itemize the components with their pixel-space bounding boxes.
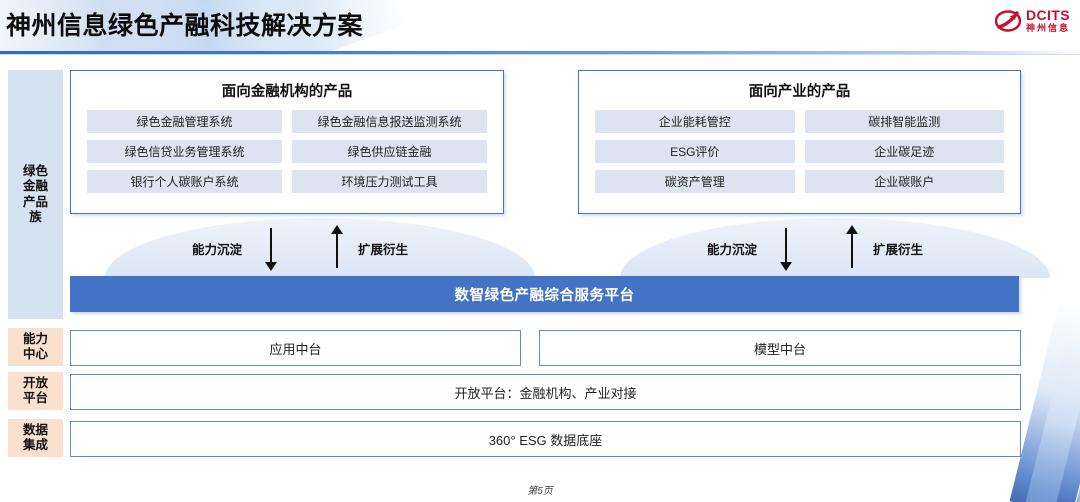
panel-industry-products: 面向产业的产品 企业能耗管控 碳排智能监测 ESG评价 企业碳足迹 碳资产管理 …	[578, 70, 1021, 214]
product-chip[interactable]: 绿色金融信息报送监测系统	[292, 110, 487, 133]
header-divider	[0, 51, 1080, 54]
row-label-data-foundation: 360° ESG 数据底座	[488, 432, 603, 448]
product-chip-grid-financial: 绿色金融管理系统 绿色金融信息报送监测系统 绿色信贷业务管理系统 绿色供应链金融…	[71, 101, 503, 193]
arrow-up-icon-right	[845, 225, 859, 271]
row-open-platform[interactable]: 开放平台：金融机构、产业对接	[70, 374, 1021, 410]
platform-bar-label: 数智绿色产融综合服务平台	[454, 287, 635, 304]
product-chip[interactable]: 绿色金融管理系统	[87, 110, 282, 133]
header-divider-thin	[0, 54, 1080, 55]
flow-label-capability-precipitation-right: 能力沉淀	[707, 242, 758, 257]
dcits-swoosh-icon	[994, 9, 1021, 32]
sidebar-item-data-integration[interactable]: 数据集成	[8, 419, 63, 457]
sidebar-label-open-platform: 开放平台	[22, 375, 48, 405]
flow-label-extension-derivation-right: 扩展衍生	[873, 242, 924, 257]
flow-group-left: 能力沉淀 扩展衍生	[192, 222, 408, 274]
panel-title-industry: 面向产业的产品	[748, 84, 851, 100]
sidebar-label-capability-center: 能力中心	[22, 331, 48, 361]
sidebar-label-green-finance: 绿色金融产品族	[22, 164, 48, 224]
row-label-open-platform: 开放平台：金融机构、产业对接	[454, 385, 637, 401]
slide-header: 神州信息绿色产融科技解决方案	[0, 0, 1080, 54]
logo-wordmark: DCITS 神州信息	[1026, 8, 1070, 33]
arrow-down-icon-right	[779, 225, 793, 271]
page-number: 第5页	[527, 486, 553, 497]
product-chip[interactable]: 绿色信贷业务管理系统	[87, 140, 282, 163]
flow-group-right: 能力沉淀 扩展衍生	[707, 222, 923, 274]
row-data-foundation[interactable]: 360° ESG 数据底座	[70, 421, 1021, 457]
product-chip[interactable]: 环境压力测试工具	[292, 170, 487, 193]
page-title: 神州信息绿色产融科技解决方案	[6, 12, 364, 40]
arrow-down-icon-left	[264, 225, 278, 271]
product-chip[interactable]: 银行个人碳账户系统	[87, 170, 282, 193]
flow-label-capability-precipitation-left: 能力沉淀	[192, 242, 243, 257]
product-chip[interactable]: 绿色供应链金融	[292, 140, 487, 163]
flow-label-extension-derivation-left: 扩展衍生	[358, 242, 409, 257]
row-application-middle-platform[interactable]: 应用中台	[70, 330, 521, 366]
row-label-application-middle-platform: 应用中台	[269, 341, 322, 357]
logo-text-cn: 神州信息	[1025, 23, 1070, 33]
company-logo: DCITS 神州信息	[994, 8, 1070, 33]
logo-text-en: DCITS	[1025, 7, 1070, 23]
arrow-up-icon-left	[330, 225, 344, 271]
platform-bar[interactable]: 数智绿色产融综合服务平台	[70, 276, 1019, 312]
product-chip[interactable]: 碳排智能监测	[804, 110, 1004, 133]
corner-ribbon-decoration-2	[1024, 331, 1080, 502]
product-chip[interactable]: 企业碳足迹	[804, 140, 1004, 163]
sidebar-label-data-integration: 数据集成	[22, 422, 48, 452]
panel-title-financial: 面向金融机构的产品	[221, 84, 353, 100]
product-chip-grid-industry: 企业能耗管控 碳排智能监测 ESG评价 企业碳足迹 碳资产管理 企业碳账户	[579, 101, 1020, 193]
product-chip[interactable]: 碳资产管理	[595, 170, 795, 193]
product-chip[interactable]: 企业能耗管控	[595, 110, 795, 133]
product-chip[interactable]: 企业碳账户	[804, 170, 1004, 193]
row-model-middle-platform[interactable]: 模型中台	[539, 330, 1021, 366]
sidebar-item-open-platform[interactable]: 开放平台	[8, 372, 63, 410]
sidebar-item-capability-center[interactable]: 能力中心	[8, 328, 63, 366]
panel-financial-institution-products: 面向金融机构的产品 绿色金融管理系统 绿色金融信息报送监测系统 绿色信贷业务管理…	[70, 70, 504, 214]
product-chip[interactable]: ESG评价	[595, 140, 795, 163]
row-label-model-middle-platform: 模型中台	[753, 341, 806, 357]
sidebar-item-green-finance-product-family[interactable]: 绿色金融产品族	[8, 70, 63, 319]
